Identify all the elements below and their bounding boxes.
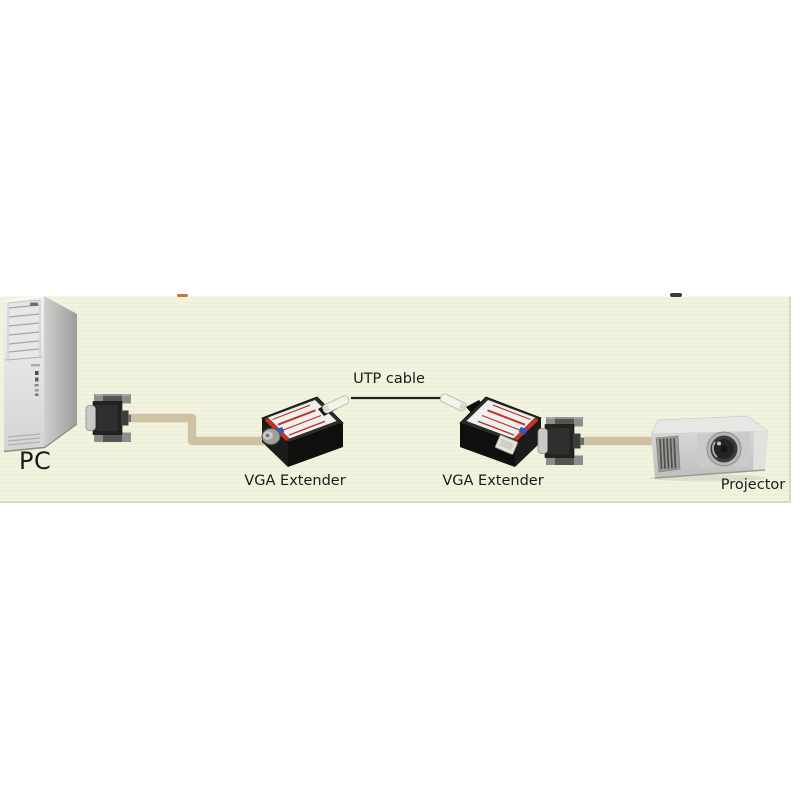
vga-extender-right-label: VGA Extender: [442, 473, 544, 489]
vga-extender-receiver: [459, 396, 542, 467]
vga-cable-1: [131, 413, 264, 446]
lens: [697, 431, 750, 468]
label-logo: [518, 426, 528, 435]
highlight-band: [0, 296, 791, 503]
side-band: [753, 431, 768, 471]
vga-connector-1: [85, 393, 136, 443]
utp-cable-label: UTP cable: [353, 371, 425, 387]
vent-lines: [7, 433, 41, 446]
vga-extender-left-label: VGA Extender: [244, 473, 346, 489]
projector-device: [650, 415, 769, 482]
utp-link: [318, 393, 485, 416]
smudge-mark-dark: [670, 293, 682, 297]
label-text-lines: [272, 404, 326, 436]
vent-grille: [655, 435, 681, 473]
power-button-detail: [30, 302, 38, 306]
projector-label: Projector: [720, 477, 786, 493]
vga-output-connector: [495, 434, 518, 455]
pc-label: PC: [19, 447, 52, 475]
smudge-mark-orange: [177, 294, 188, 297]
rj45-plug-left: [322, 395, 350, 414]
rj45-plug-right: [439, 393, 467, 412]
label-text-lines: [477, 404, 531, 436]
barrel-connector: [261, 428, 281, 445]
vga-connector-2: [537, 416, 588, 466]
pc-tower: [3, 295, 78, 453]
front-led-cluster: [34, 371, 39, 396]
